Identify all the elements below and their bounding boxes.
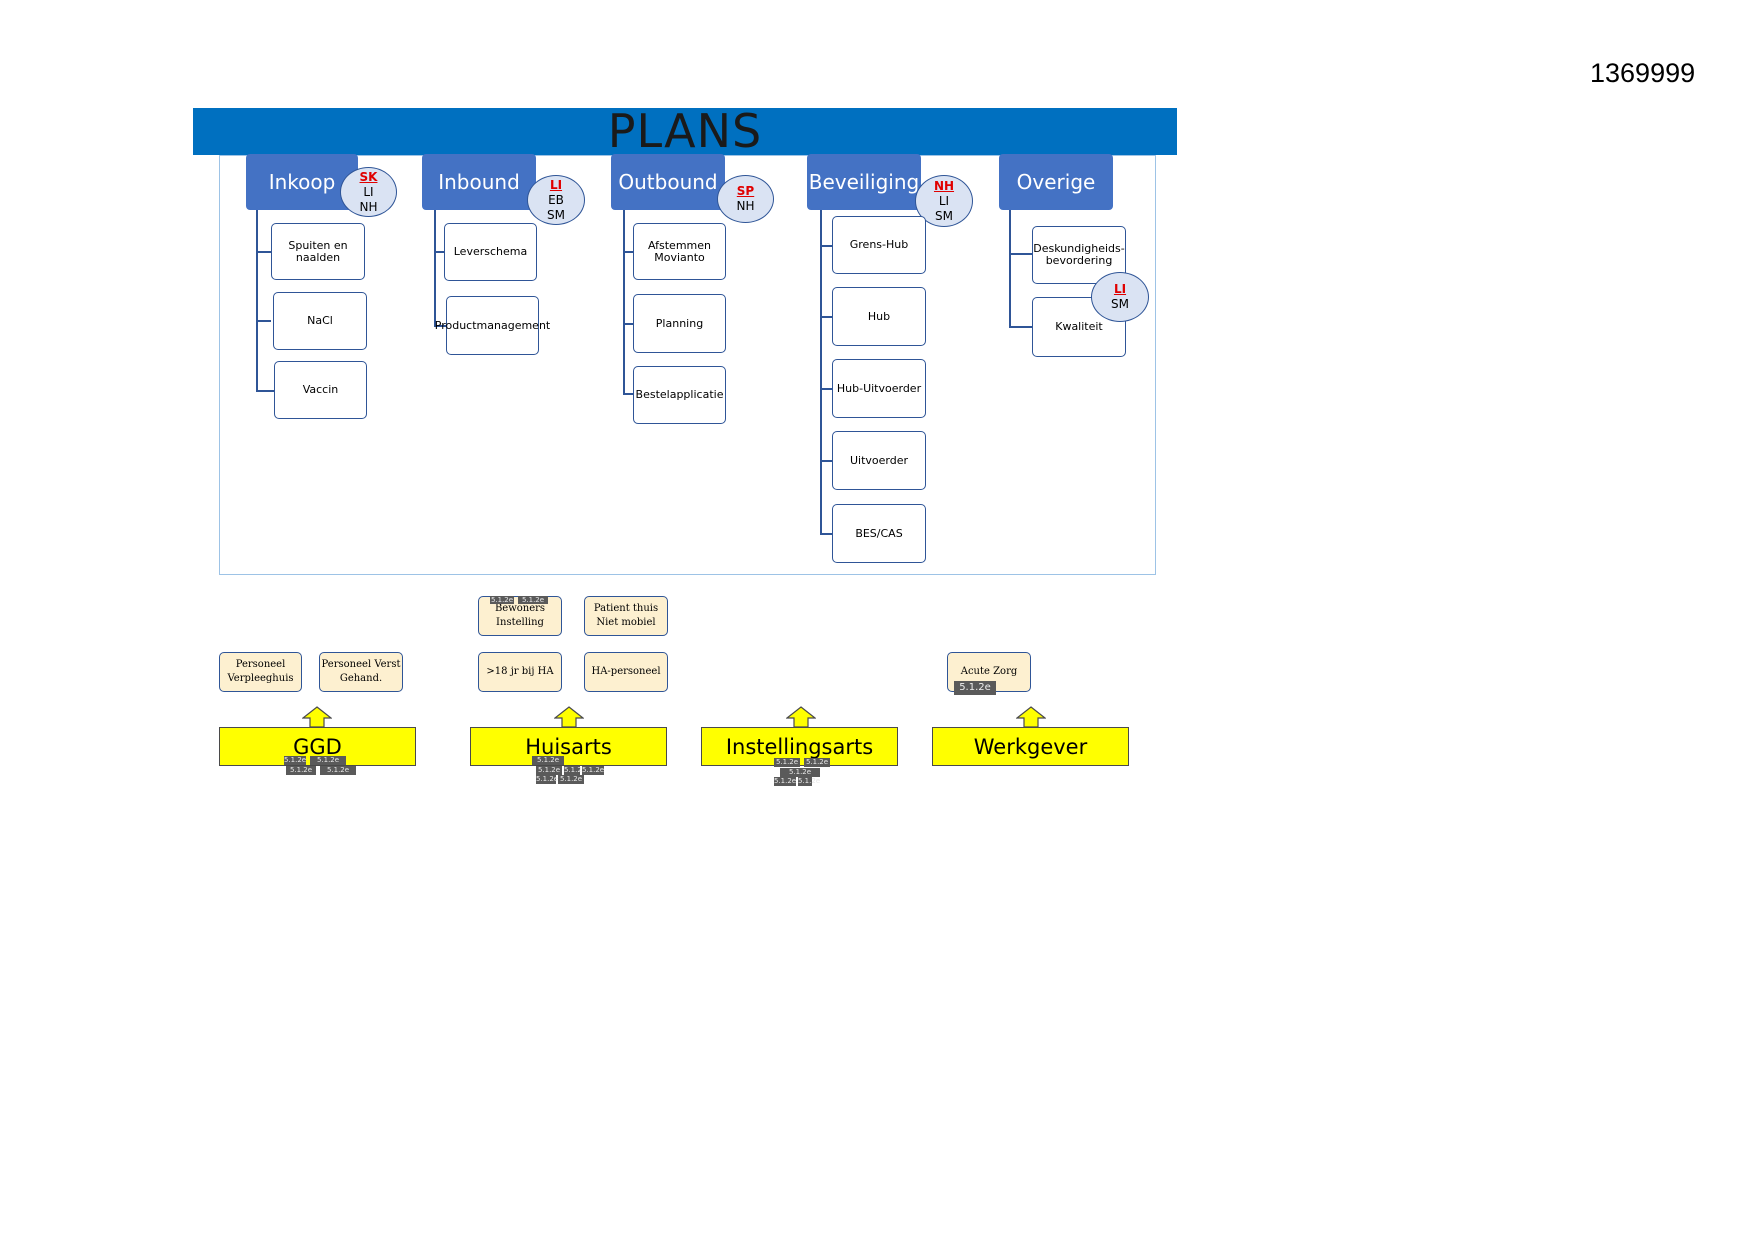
- redaction-mark: 5.1.2e: [536, 766, 562, 775]
- item-box: Spuiten en naalden: [271, 223, 365, 280]
- badge-member: NH: [736, 199, 755, 213]
- dept-inbound-badge: LI EB SM: [527, 175, 585, 225]
- role-ggd: GGD: [219, 727, 416, 766]
- badge-member: LI: [938, 193, 950, 208]
- connector-line: [820, 245, 832, 247]
- group-box: Patient thuis Niet mobiel: [584, 596, 668, 636]
- redaction-mark: 5.1.2e: [532, 756, 564, 765]
- connector-line: [1009, 253, 1032, 255]
- item-box: Hub: [832, 287, 926, 346]
- badge-member: SM: [1111, 297, 1129, 311]
- connector-line: [256, 320, 271, 322]
- dept-outbound-badge: SP NH: [717, 175, 774, 223]
- plans-banner: [193, 108, 1177, 155]
- dept-inkoop-badge: SK LI NH: [340, 167, 397, 217]
- connector-line: [434, 325, 446, 327]
- badge-member: NH: [359, 199, 378, 214]
- redaction-mark: 5.1.2e: [518, 596, 548, 604]
- badge-member: LI: [363, 184, 374, 199]
- badge-member: SM: [547, 207, 565, 222]
- connector-line: [256, 251, 271, 253]
- item-box: Grens-Hub: [832, 216, 926, 274]
- redaction-mark: 5.1.2e: [320, 766, 356, 775]
- connector-line: [623, 251, 634, 253]
- connector-line: [623, 323, 634, 325]
- up-arrow-icon: [786, 706, 816, 728]
- connector-line: [434, 251, 444, 253]
- connector-line: [820, 210, 822, 534]
- item-box: Uitvoerder: [832, 431, 926, 490]
- redaction-mark: 5.1.2e: [536, 775, 559, 784]
- badge-member: SM: [935, 208, 953, 223]
- connector-line: [820, 533, 832, 535]
- item-box: Productmanagement: [435, 296, 550, 355]
- redaction-mark: 5.1.2e: [558, 775, 584, 784]
- up-arrow-icon: [554, 706, 584, 728]
- page-number: 1369999: [1590, 58, 1696, 88]
- redaction-mark: 5.1.2e: [774, 777, 797, 786]
- badge-lead: LI: [549, 177, 563, 192]
- dept-inbound-header: Inbound: [422, 154, 536, 210]
- connector-line: [256, 390, 274, 392]
- connector-line: [820, 316, 832, 318]
- group-box: Personeel Verpleeghuis: [219, 652, 302, 692]
- item-box: Planning: [633, 294, 726, 353]
- connector-line: [623, 210, 625, 394]
- role-huisarts: Huisarts: [470, 727, 667, 766]
- group-box: >18 jr bij HA: [478, 652, 562, 692]
- badge-lead: LI: [1113, 282, 1127, 296]
- redaction-mark: 5.1.2e: [310, 756, 346, 765]
- item-box: Deskundigheids-bevordering: [1032, 226, 1126, 284]
- badge-lead: NH: [933, 178, 955, 193]
- redaction-mark: 5.1.2e: [954, 681, 996, 695]
- item-box: Afstemmen Movianto: [633, 223, 726, 280]
- item-box: Hub-Uitvoerder: [832, 359, 926, 418]
- redaction-mark: 5.1.2e: [774, 758, 800, 767]
- connector-line: [1009, 326, 1032, 328]
- up-arrow-icon: [302, 706, 332, 728]
- redaction-mark: 5.1.2e: [582, 766, 605, 775]
- dept-overige-header: Overige: [999, 154, 1113, 210]
- connector-line: [256, 210, 258, 391]
- badge-lead: SP: [736, 184, 755, 198]
- redaction-mark: 5.1.2e: [286, 766, 316, 775]
- dept-overige-badge: LI SM: [1091, 272, 1149, 322]
- item-box: Vaccin: [274, 361, 367, 419]
- badge-member: EB: [548, 192, 564, 207]
- redaction-mark: 5.1.2e: [804, 758, 830, 767]
- dept-inkoop-header: Inkoop: [246, 154, 358, 210]
- dept-outbound-header: Outbound: [611, 154, 725, 210]
- plans-title: PLANS: [607, 104, 763, 158]
- item-box: Bestelapplicatie: [633, 366, 726, 424]
- group-box: HA-personeel: [584, 652, 668, 692]
- redaction-mark: 5.1.2e: [284, 756, 307, 765]
- connector-line: [623, 393, 634, 395]
- dept-beveiliging-header: Beveiliging: [807, 154, 921, 210]
- redaction-mark: 5.1.2e: [798, 777, 821, 786]
- badge-lead: SK: [359, 169, 378, 184]
- role-werkgever: Werkgever: [932, 727, 1129, 766]
- item-box: Leverschema: [444, 223, 537, 281]
- connector-line: [820, 460, 832, 462]
- connector-line: [434, 210, 436, 326]
- item-box: NaCl: [273, 292, 367, 350]
- connector-line: [1009, 210, 1011, 327]
- redaction-mark: 5.1.2e: [490, 596, 514, 604]
- redaction-mark: 5.1.2e: [564, 766, 587, 775]
- up-arrow-icon: [1016, 706, 1046, 728]
- connector-line: [820, 388, 832, 390]
- group-box: Personeel Verst Gehand.: [319, 652, 403, 692]
- redaction-mark: 5.1.2e: [780, 768, 820, 777]
- item-box: BES/CAS: [832, 504, 926, 563]
